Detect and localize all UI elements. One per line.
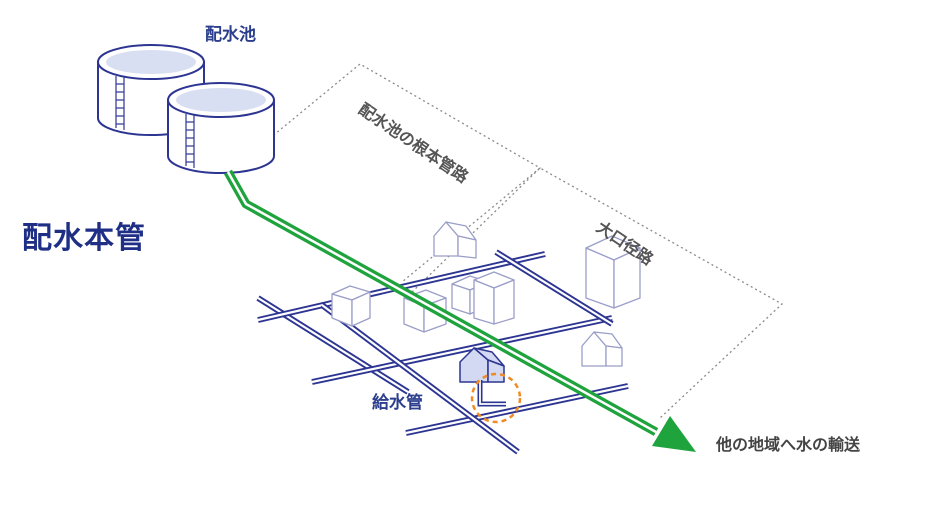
main-pipe-label: 配水本管 (22, 221, 146, 256)
main-distribution-pipe (224, 169, 696, 452)
tall-tower (585, 235, 641, 309)
root-route-boundary (257, 63, 542, 283)
street-6 (494, 249, 614, 327)
buildings (331, 221, 641, 383)
transport-label: 他の地域へ水の輸送 (716, 435, 861, 454)
reservoir-front-ladder (185, 114, 195, 168)
house-top (433, 221, 477, 259)
reservoir-front (167, 82, 275, 174)
highlight-house (459, 347, 505, 383)
street-3 (311, 315, 613, 385)
service-pipe-label: 給水管 (372, 393, 423, 413)
reservoir-label: 配水池 (205, 25, 256, 45)
box-left (331, 285, 371, 327)
house-right (581, 331, 623, 367)
street-grid (256, 249, 629, 455)
service-pipe-highlight-circle (470, 372, 522, 424)
twin-box-front (473, 271, 515, 325)
service-pipe-connection (470, 372, 522, 424)
transport-arrow (652, 416, 696, 452)
street-5 (320, 302, 520, 455)
reservoir-back-ladder (115, 76, 125, 130)
